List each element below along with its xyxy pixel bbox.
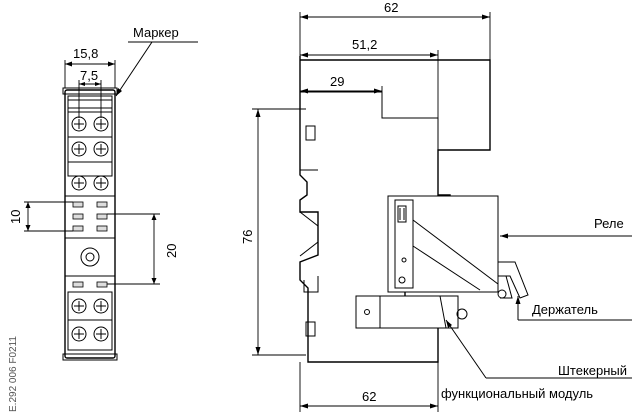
dim-front-center-spacing: 20 (164, 244, 179, 258)
dim-side-width-mid: 51,2 (352, 37, 377, 52)
label-marker: Маркер (133, 25, 179, 40)
front-view: 15,8 7,5 10 20 Маркер E.292 006 F0211 (8, 25, 198, 412)
dim-front-row-spacing: 10 (8, 210, 23, 224)
dim-front-pitch: 7,5 (80, 68, 98, 83)
side-view: 62 51,2 29 76 62 Реле Дер (240, 0, 632, 412)
front-bottom-terminals (67, 291, 113, 351)
label-relay: Реле (594, 216, 624, 231)
dim-side-total-width-bottom: 62 (362, 389, 376, 404)
front-top-terminals (67, 95, 113, 191)
holder-clip (497, 261, 529, 299)
dim-side-width-small: 29 (330, 74, 344, 89)
label-module-line1: Штекерный (558, 363, 627, 378)
label-holder: Держатель (532, 302, 598, 317)
dim-front-width: 15,8 (73, 46, 98, 61)
dim-side-height: 76 (240, 230, 255, 244)
dim-side-total-width-top: 62 (384, 0, 398, 15)
plug-in-module (355, 295, 468, 329)
relay-body (387, 195, 499, 293)
front-contact-slots (65, 195, 115, 288)
label-module-line2: функциональный модуль (441, 386, 593, 401)
drawing-code: E.292 006 F0211 (8, 336, 19, 412)
